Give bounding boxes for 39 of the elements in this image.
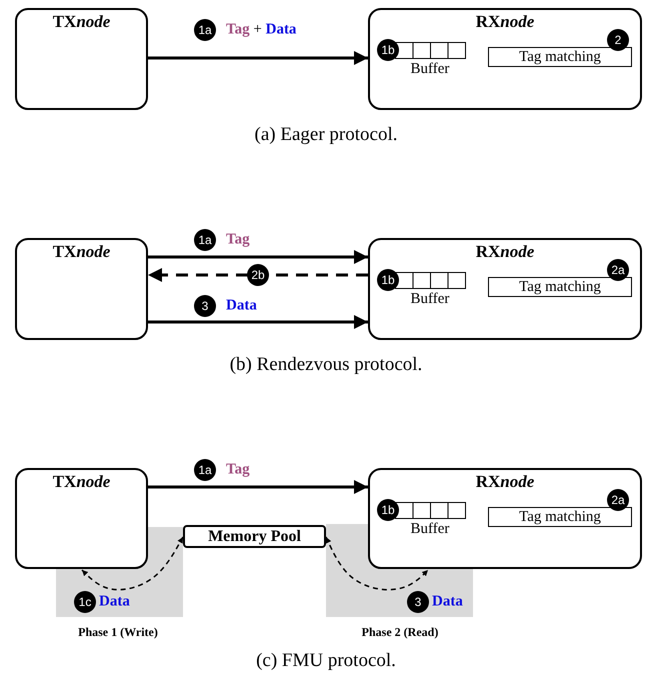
tag-matching-box: Tag matching <box>488 47 632 67</box>
arrow <box>148 250 368 264</box>
node-box <box>368 468 642 569</box>
step-number: 1a <box>194 229 216 251</box>
edge-label: Tag + Data <box>225 22 298 38</box>
memory-pool-box: Memory Pool <box>183 525 326 548</box>
step-number: 1a <box>194 19 216 41</box>
step-number: 3 <box>194 295 216 317</box>
edge-label: Tag <box>225 232 251 248</box>
node-title: TXnode <box>52 472 112 492</box>
node-box <box>368 238 642 340</box>
arrow <box>148 480 368 494</box>
figure-caption: (a) Eager protocol. <box>254 124 398 146</box>
node-box <box>15 238 148 340</box>
node-box <box>15 468 148 569</box>
arrow <box>81 536 184 590</box>
node-title: TXnode <box>52 242 112 262</box>
node-title: RXnode <box>474 472 536 492</box>
arrow <box>148 51 368 65</box>
arrow <box>148 268 368 282</box>
arrow <box>148 315 368 329</box>
figure-caption: (b) Rendezvous protocol. <box>230 354 422 376</box>
figure-caption: (c) FMU protocol. <box>256 650 396 672</box>
phase-label: Phase 2 (Read) <box>362 625 438 640</box>
buffer-label: Buffer <box>410 61 450 78</box>
step-number: 1a <box>194 459 216 481</box>
node-title: TXnode <box>52 12 112 32</box>
phase-label: Phase 1 (Write) <box>78 625 158 640</box>
tag-matching-box: Tag matching <box>488 507 632 527</box>
node-title: RXnode <box>474 12 536 32</box>
arrow <box>325 536 429 590</box>
node-title: RXnode <box>474 242 536 262</box>
node-box <box>368 8 642 110</box>
tag-matching-box: Tag matching <box>488 277 632 297</box>
node-box <box>15 8 148 110</box>
buffer-label: Buffer <box>410 521 450 538</box>
edge-label: Tag <box>225 462 251 478</box>
buffer-label: Buffer <box>410 291 450 308</box>
step-number: 2b <box>247 264 269 286</box>
